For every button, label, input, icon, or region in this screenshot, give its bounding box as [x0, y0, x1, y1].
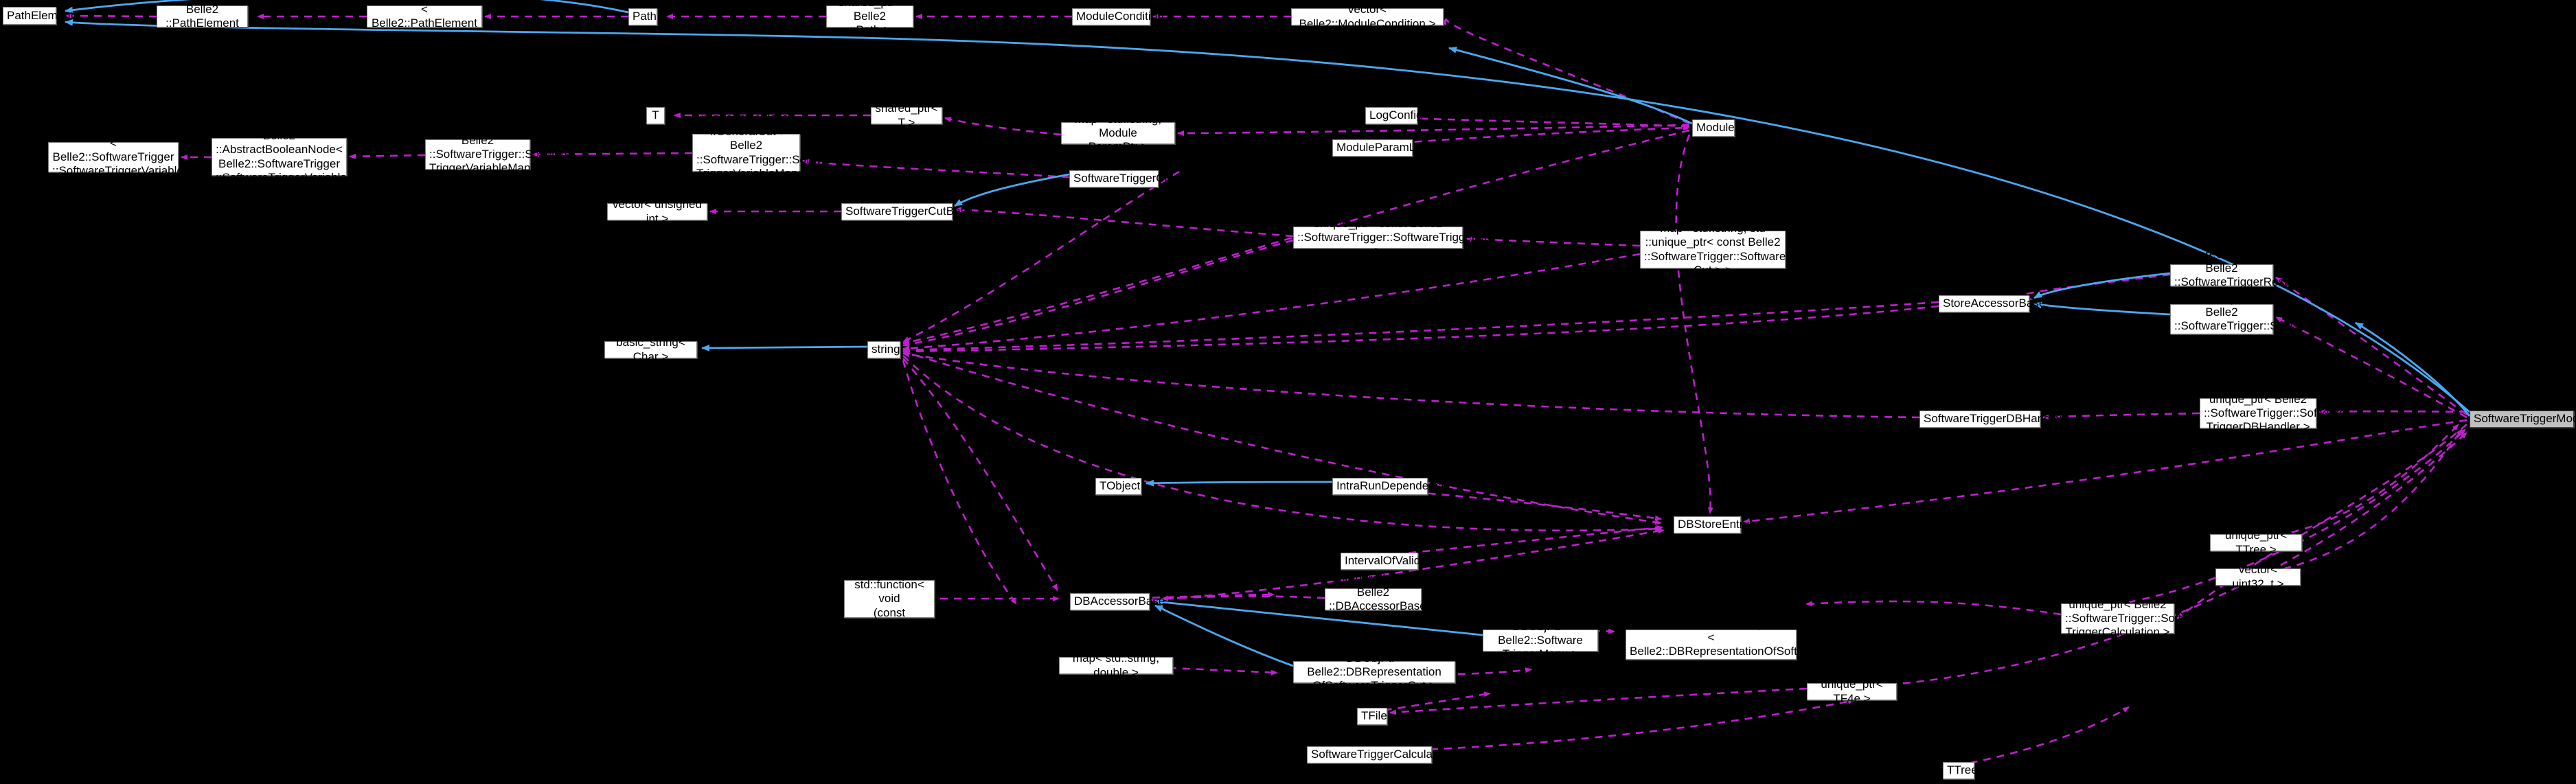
- class-node-Path[interactable]: Path: [628, 8, 657, 25]
- class-node-label: TObject: [1099, 479, 1141, 493]
- class-node-TFile[interactable]: TFile: [1357, 708, 1387, 725]
- class-node-ModuleCondition[interactable]: ModuleCondition: [1072, 8, 1164, 25]
- class-node-Module[interactable]: Module: [1692, 119, 1735, 137]
- class-node-shared_ptr_Path[interactable]: shared_ptr< Belle2 ::Path >: [826, 0, 913, 36]
- class-node-label: vector< std::pair< std::function< void (…: [854, 551, 924, 647]
- class-node-label: unique_ptr< const Belle2 ::AbstractBoole…: [216, 115, 393, 198]
- class-node-vector_uint32_t[interactable]: vector< uint32_t >: [2215, 563, 2301, 590]
- class-node-label: unique_ptr< TF4e >: [1821, 678, 1883, 705]
- class-node-label: unique_ptr< TTree >: [2224, 529, 2288, 556]
- class-node-label: Module: [1696, 121, 1735, 135]
- class-node-AbstractBooleanNode[interactable]: AbstractBooleanNode < Belle2::SoftwareTr…: [48, 123, 229, 191]
- class-node-label: SoftwareTriggerModule: [2474, 412, 2576, 426]
- class-node-label: list< std::shared_ptr < Belle2::PathElem…: [371, 0, 478, 44]
- class-node-label: vector< unsigned int >: [613, 198, 702, 225]
- class-node-label: Path: [632, 10, 657, 23]
- class-node-label: map< std::string, double >: [1072, 652, 1160, 679]
- class-node-StoreObjPtr_SoftwareTriggerVariables[interactable]: StoreObjPtr< Belle2 ::SoftwareTrigger::S…: [2170, 292, 2316, 346]
- class-node-vector_ModuleCondition[interactable]: vector< Belle2::ModuleCondition >: [1291, 3, 1444, 30]
- class-node-label: map< std::string, std ::unique_ptr< cons…: [1644, 222, 1823, 277]
- class-node-DBAccessorBase[interactable]: DBAccessorBase: [1070, 593, 1165, 610]
- class-node-label: DBObjPtr< Belle2::Software TriggerMenu >: [1498, 619, 1583, 661]
- class-node-label: AbstractBooleanNode < Belle2::SoftwareTr…: [52, 122, 229, 192]
- class-node-vector_DBObjPtr_DBRepresentation[interactable]: vector< Belle2::DBObjPtr < Belle2::DBRep…: [1626, 617, 1823, 671]
- class-node-PathElement[interactable]: PathElement: [3, 7, 74, 25]
- class-node-map_string_double[interactable]: map< std::string, double >: [1059, 652, 1173, 679]
- class-node-label: vector< Belle2::ModuleCondition >: [1299, 3, 1436, 30]
- class-node-string[interactable]: string: [867, 341, 900, 358]
- class-node-label: shared_ptr< Belle2 ::Path >: [838, 0, 902, 37]
- class-node-label: shared_ptr< T >: [875, 102, 938, 129]
- class-node-label: DBObjPtr< Belle2::DBRepresentation OfSof…: [1307, 651, 1441, 693]
- class-node-shared_ptr_PathElement[interactable]: shared_ptr< Belle2 ::PathElement >: [157, 0, 248, 43]
- class-node-label: string: [871, 343, 900, 356]
- class-node-TTree[interactable]: TTree: [1943, 762, 1978, 779]
- class-node-ModuleParamList[interactable]: ModuleParamList: [1332, 139, 1428, 157]
- class-node-IntervalOfValidity[interactable]: IntervalOfValidity: [1341, 553, 1433, 570]
- class-node-unique_ptr_const_SoftwareTriggerCut[interactable]: unique_ptr< const Belle2 ::SoftwareTrigg…: [1293, 217, 1494, 257]
- class-node-label: shared_ptr< Belle2 ::PathElement >: [166, 0, 239, 44]
- class-node-SoftwareTriggerCutBase[interactable]: SoftwareTriggerCutBase: [841, 203, 973, 220]
- class-node-label: ModuleCondition: [1076, 10, 1164, 23]
- class-node-unordered_set_DBAccessorBase[interactable]: unordered_set< Belle2 ::DBAccessorBase *…: [1325, 572, 1426, 626]
- class-node-unique_ptr_TTree[interactable]: unique_ptr< TTree >: [2210, 529, 2302, 556]
- class-node-LogConfig[interactable]: LogConfig: [1365, 107, 1423, 124]
- class-node-DBStoreEntry[interactable]: DBStoreEntry: [1674, 516, 1749, 533]
- class-node-unique_ptr_SoftwareTriggerDBHandler[interactable]: unique_ptr< Belle2 ::SoftwareTrigger::So…: [2200, 393, 2345, 433]
- class-node-label: DBAccessorBase: [1074, 595, 1165, 608]
- class-node-label: TTree: [1947, 763, 1978, 777]
- class-node-unique_ptr_GeneralCut[interactable]: unique_ptr< Belle2 ::GeneralCut< Belle2 …: [692, 111, 838, 194]
- class-node-GeneralCut[interactable]: GeneralCut< Belle2 ::SoftwareTrigger::So…: [425, 120, 571, 188]
- class-node-label: SoftwareTriggerCalculation: [1311, 748, 1452, 761]
- class-node-list_shared_ptr_PathElement[interactable]: list< std::shared_ptr < Belle2::PathElem…: [367, 0, 482, 43]
- class-node-label: unordered_set< Belle2 ::DBAccessorBase *…: [1329, 571, 1426, 627]
- class-node-map_string_ModuleParamPtr[interactable]: map< std::string, Module ParamPtr >: [1061, 113, 1175, 153]
- class-node-label: unique_ptr< const Belle2 ::SoftwareTrigg…: [1297, 216, 1494, 258]
- class-node-label: PathElement: [7, 8, 74, 22]
- class-node-IntraRunDependency[interactable]: IntraRunDependency: [1332, 478, 1447, 495]
- class-node-label: unique_ptr< Belle2 ::GeneralCut< Belle2 …: [696, 111, 839, 194]
- class-node-label: StoreObjPtr< Belle2 ::SoftwareTrigger::S…: [2174, 291, 2316, 347]
- class-node-unique_ptr_TF4e[interactable]: unique_ptr< TF4e >: [1807, 678, 1897, 705]
- class-node-label: TFile: [1361, 709, 1387, 723]
- class-node-label: vector< Belle2::DBObjPtr < Belle2::DBRep…: [1630, 616, 1823, 672]
- class-node-label: T: [652, 108, 659, 122]
- class-node-vector_pair_function[interactable]: vector< std::pair< std::function< void (…: [844, 551, 935, 647]
- class-node-label: SoftwareTriggerCutBase: [845, 205, 973, 218]
- class-node-label: IntervalOfValidity: [1345, 554, 1433, 568]
- class-node-label: basic_string< Char >: [616, 336, 685, 363]
- class-node-StoreAccessorBase[interactable]: StoreAccessorBase: [1939, 295, 2046, 312]
- class-node-DBObjPtr_DBRepresentationOfSoftwareTriggerCut[interactable]: DBObjPtr< Belle2::DBRepresentation OfSof…: [1293, 652, 1455, 692]
- class-node-SoftwareTriggerModule[interactable]: SoftwareTriggerModule: [2470, 411, 2576, 428]
- class-node-label: GeneralCut< Belle2 ::SoftwareTrigger::So…: [429, 119, 571, 189]
- class-node-SoftwareTriggerCalculation[interactable]: SoftwareTriggerCalculation: [1307, 746, 1452, 763]
- class-node-label: map< std::string, Module ParamPtr >: [1074, 112, 1162, 154]
- class-node-TObject[interactable]: TObject: [1095, 478, 1141, 495]
- class-node-SoftwareTriggerCut[interactable]: SoftwareTriggerCut: [1069, 170, 1174, 187]
- class-node-unique_ptr_AbstractBooleanNode[interactable]: unique_ptr< const Belle2 ::AbstractBoole…: [212, 115, 393, 198]
- class-node-DBObjPtr_SoftwareTriggerMenu[interactable]: DBObjPtr< Belle2::Software TriggerMenu >: [1483, 620, 1598, 660]
- class-node-label: SoftwareTriggerCut: [1073, 172, 1174, 185]
- class-node-label: LogConfig: [1369, 108, 1423, 122]
- class-node-label: unique_ptr< Belle2 ::SoftwareTrigger::So…: [2065, 597, 2207, 639]
- class-node-StoreObjPtr_SoftwareTriggerResult[interactable]: StoreObjPtr< Belle2 ::SoftwareTriggerRes…: [2170, 248, 2296, 302]
- class-node-unique_ptr_SoftwareTriggerCalculation[interactable]: unique_ptr< Belle2 ::SoftwareTrigger::So…: [2061, 598, 2207, 638]
- class-node-T[interactable]: T: [646, 107, 665, 124]
- class-node-shared_ptr_T[interactable]: shared_ptr< T >: [871, 102, 942, 129]
- class-node-basic_string_Char[interactable]: basic_string< Char >: [604, 336, 697, 363]
- class-node-label: StoreAccessorBase: [1943, 297, 2046, 310]
- class-node-label: unique_ptr< Belle2 ::SoftwareTrigger::So…: [2204, 392, 2346, 434]
- class-node-label: IntraRunDependency: [1336, 479, 1447, 493]
- class-node-label: SoftwareTriggerDBHandler: [1924, 412, 2064, 426]
- class-node-vector_unsigned_int[interactable]: vector< unsigned int >: [607, 198, 707, 225]
- class-node-label: vector< uint32_t >: [2232, 563, 2284, 590]
- class-node-label: DBStoreEntry: [1678, 518, 1749, 531]
- class-node-label: ModuleParamList: [1336, 141, 1428, 154]
- class-node-map_string_unique_ptr_SoftwareTriggerCut[interactable]: map< std::string, std ::unique_ptr< cons…: [1640, 222, 1823, 277]
- class-node-SoftwareTriggerDBHandler[interactable]: SoftwareTriggerDBHandler: [1919, 411, 2064, 428]
